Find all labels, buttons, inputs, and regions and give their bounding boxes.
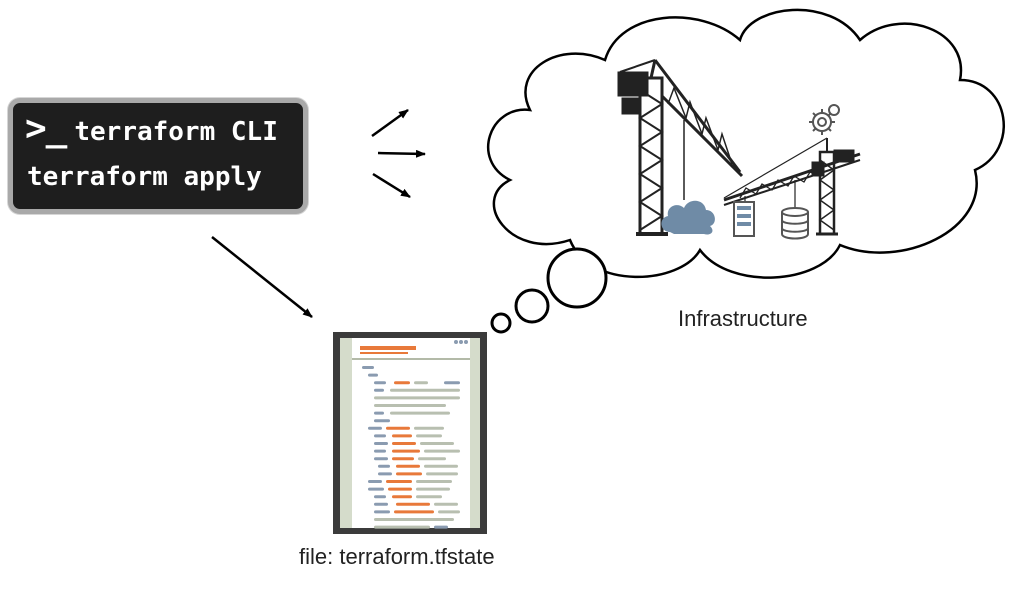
code-line-segment: [426, 472, 458, 476]
infrastructure-label: Infrastructure: [678, 306, 808, 331]
thought-bubble-small: [490, 312, 512, 334]
thought-bubble-medium: [514, 288, 550, 324]
code-line-segment: [368, 426, 382, 430]
code-line-segment: [386, 480, 412, 483]
code-line-segment: [416, 487, 450, 491]
code-line-segment: [394, 510, 434, 514]
code-line-segment: [378, 472, 392, 476]
code-line-segment: [434, 502, 458, 506]
code-line-segment: [416, 434, 442, 438]
code-line-segment: [396, 472, 422, 476]
code-line-segment: [374, 388, 384, 392]
state-file-label: file: terraform.tfstate: [299, 544, 495, 569]
arrow-down-right: [372, 172, 411, 199]
code-line-segment: [418, 457, 446, 461]
construction-crane-icon: [723, 137, 861, 236]
code-line-segment: [374, 525, 430, 529]
code-line-segment: [396, 464, 420, 468]
server-icon: [733, 201, 755, 237]
terminal-cli-text: terraform CLI: [74, 117, 278, 147]
code-line-segment: [378, 464, 390, 468]
construction-crane-icon: [617, 59, 744, 236]
code-line-segment: [374, 381, 386, 385]
code-line-segment: [388, 487, 412, 491]
code-line-segment: [374, 495, 386, 499]
code-line-segment: [424, 449, 460, 453]
arrow-right: [377, 149, 426, 158]
code-line-segment: [416, 495, 442, 499]
code-line-segment: [438, 510, 460, 514]
code-line-segment: [374, 411, 384, 415]
terminal-command: terraform apply: [27, 162, 262, 192]
code-line-segment: [392, 434, 412, 438]
code-line-segment: [396, 502, 430, 506]
code-line-segment: [374, 518, 454, 521]
code-line-segment: [374, 434, 386, 438]
code-line-segment: [374, 457, 388, 461]
code-line-segment: [374, 449, 386, 453]
thought-cloud: [487, 8, 1005, 279]
code-line-segment: [368, 487, 384, 491]
code-line-segment: [420, 442, 454, 445]
code-line-segment: [414, 381, 428, 385]
code-line-segment: [414, 426, 444, 430]
state-file-document-icon: [333, 332, 487, 534]
arrow-to-state-file: [211, 236, 313, 318]
code-line-segment: [368, 373, 378, 377]
arrow-up-right: [371, 108, 409, 138]
code-line-segment: [386, 426, 410, 430]
code-line-segment: [374, 510, 390, 514]
database-icon: [781, 207, 809, 240]
code-line-segment: [390, 411, 450, 415]
code-line-segment: [374, 442, 388, 445]
code-line-segment: [390, 388, 460, 392]
code-line-segment: [444, 381, 460, 385]
code-line-segment: [362, 366, 374, 369]
code-line-segment: [392, 457, 414, 461]
cloud-icon: [661, 200, 715, 235]
code-line-segment: [368, 480, 382, 483]
code-line-segment: [374, 419, 390, 423]
code-line-segment: [392, 449, 420, 453]
code-line-segment: [392, 495, 412, 499]
terminal-prompt-icon: >_: [25, 108, 67, 149]
gear-icon: [809, 104, 840, 135]
thought-bubble-large: [546, 247, 608, 309]
terminal-line-cli: >_terraform CLI: [25, 111, 278, 148]
code-line-segment: [434, 525, 448, 529]
code-line-segment: [416, 480, 452, 483]
code-line-segment: [424, 464, 458, 468]
code-line-segment: [374, 404, 446, 407]
code-line-segment: [374, 502, 388, 506]
code-line-segment: [394, 381, 410, 385]
code-line-segment: [374, 396, 460, 400]
code-line-segment: [392, 442, 416, 445]
terraform-cli-terminal: >_terraform CLI terraform apply: [8, 98, 308, 214]
